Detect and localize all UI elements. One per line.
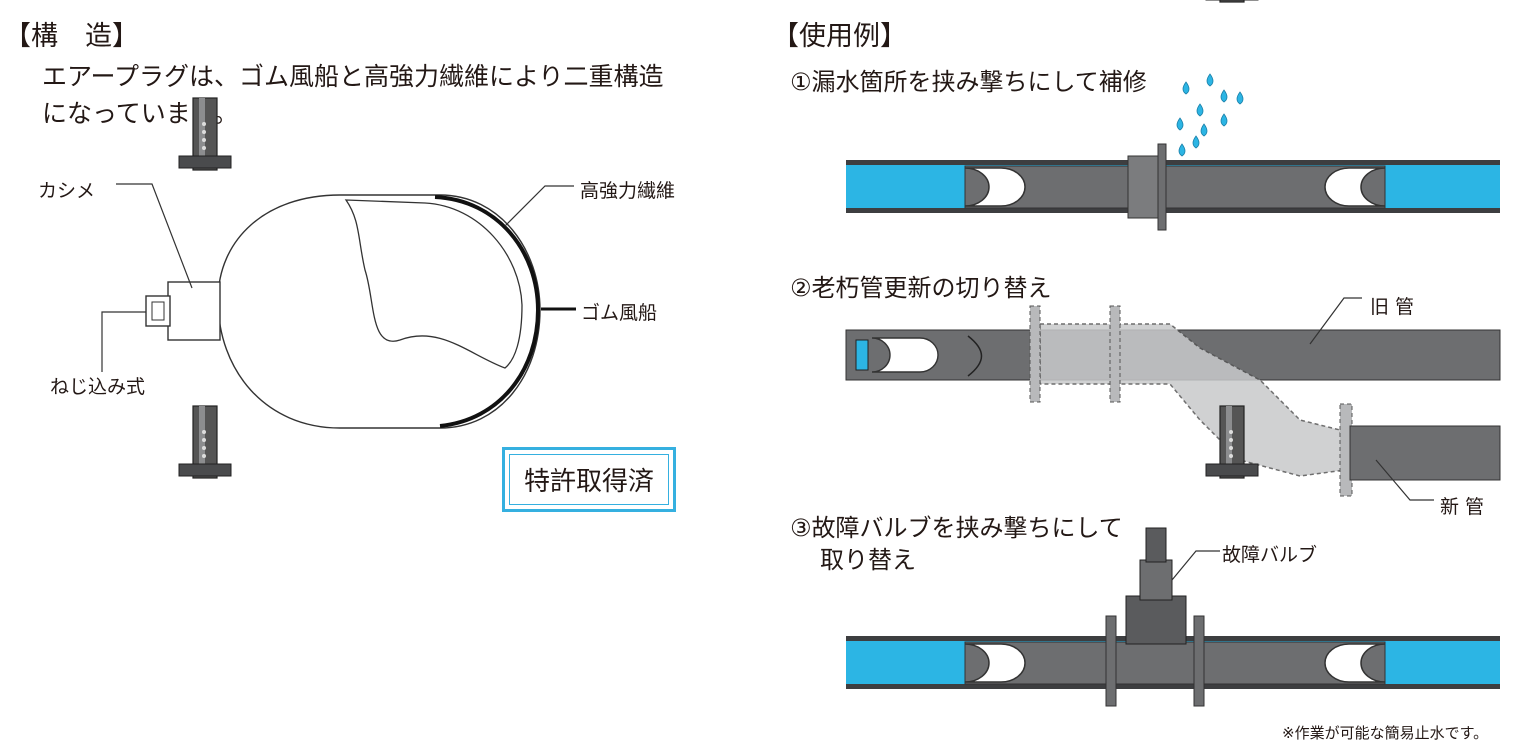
balloon-outline [217, 194, 541, 429]
structure-heading: 【構 造】 [4, 21, 139, 52]
label-high-strength-fiber: 高強力繊維 [580, 180, 676, 202]
label-screw-type: ねじ込み式 [50, 376, 146, 398]
fiber-layer [434, 195, 541, 428]
screw-fitting [145, 295, 171, 327]
note-text: ※作業が可能な簡易止水です。 [1282, 724, 1489, 742]
inner-balloon-fold [344, 199, 523, 369]
usage-heading: 【使用例】 [772, 21, 907, 52]
label-kashime: カシメ [38, 180, 96, 202]
example3-diagram [178, 405, 1500, 707]
example3-caption-line1: ③故障バルブを挟み撃ちにして [790, 514, 1123, 542]
example1-caption: ①漏水箇所を挟み撃ちにして補修 [790, 68, 1147, 96]
label-old-pipe: 旧 管 [1370, 296, 1415, 318]
label-rubber-balloon: ゴム風船 [581, 302, 658, 324]
example3-caption-line2: 取り替え [820, 546, 916, 574]
patent-badge: 特許取得済 [502, 447, 677, 512]
label-faulty-valve: 故障バルブ [1222, 544, 1318, 566]
label-new-pipe: 新 管 [1440, 496, 1485, 518]
faulty-valve [1125, 527, 1187, 645]
kashime-collar [167, 281, 221, 341]
patent-text: 特許取得済 [509, 454, 670, 505]
example1-diagram [178, 0, 1500, 231]
air-plug-drawing [101, 183, 576, 429]
example2-caption: ②老朽管更新の切り替え [790, 274, 1052, 302]
example2-diagram [845, 297, 1501, 501]
water-droplets [1176, 73, 1244, 157]
